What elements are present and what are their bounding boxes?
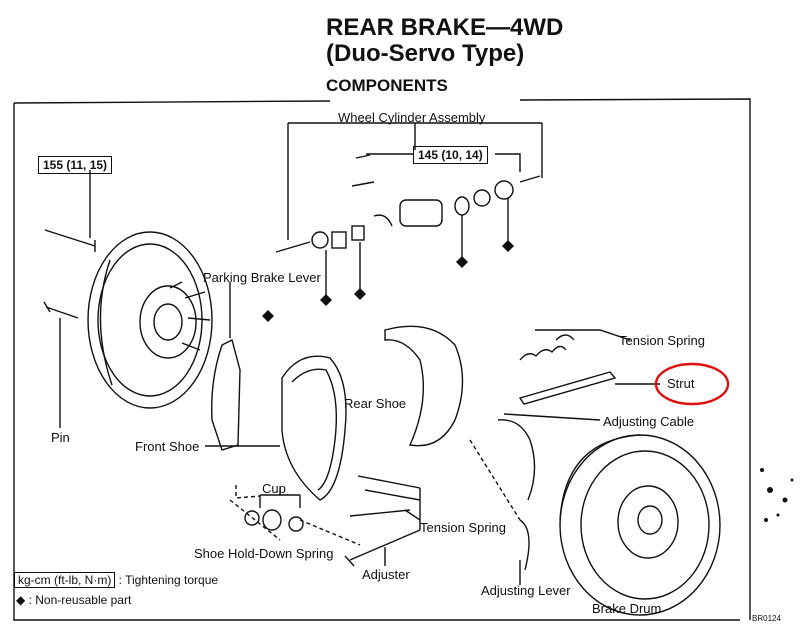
- title-line2: (Duo-Servo Type): [326, 40, 525, 67]
- cup-bracket: [259, 488, 301, 508]
- wheel-studs: [169, 281, 211, 351]
- tension-spring-lower-shape: [349, 475, 421, 517]
- legend-unit: kg-cm (ft-lb, N·m): [14, 572, 116, 588]
- torque-leader-cyl: [366, 153, 521, 172]
- label-adjuster: Adjuster: [362, 567, 410, 582]
- label-front-shoe: Front Shoe: [135, 439, 200, 454]
- label-tension-spring-lower: Tension Spring: [420, 520, 506, 535]
- cylinder-parts: [275, 154, 541, 253]
- label-wheel-cylinder: Wheel Cylinder Assembly: [338, 110, 486, 125]
- label-cup: Cup: [262, 481, 286, 496]
- label-brake-drum: Brake Drum: [592, 601, 662, 616]
- tension-spring-upper-shape: [519, 334, 575, 361]
- front-shoe-shape: [281, 355, 347, 501]
- legend-torque: kg-cm (ft-lb, N·m) : Tightening torque: [14, 572, 219, 588]
- scan-speckles: [760, 468, 794, 522]
- label-adjusting-cable: Adjusting Cable: [603, 414, 695, 429]
- adjusting-lever-shape: [519, 519, 530, 585]
- label-parking-brake-lever: Parking Brake Lever: [203, 270, 321, 285]
- frame: [13, 98, 751, 621]
- adjuster-shape: [344, 529, 421, 567]
- label-strut: Strut: [667, 376, 695, 391]
- section-title: COMPONENTS: [326, 76, 448, 95]
- pin-bolt: [43, 301, 79, 319]
- diamond-icon: ◆: [16, 593, 26, 607]
- legend-unit-desc: : Tightening torque: [118, 573, 219, 587]
- legend-symbol-desc: : Non-reusable part: [28, 593, 132, 607]
- title-line1: REAR BRAKE—4WD: [326, 14, 564, 41]
- label-shoe-hold-down-spring: Shoe Hold-Down Spring: [194, 546, 334, 561]
- label-rear-shoe: Rear Shoe: [344, 396, 407, 411]
- strut-shape: [518, 371, 617, 405]
- non-reusable-markers: [262, 240, 514, 322]
- adjusting-cable-shape: [497, 419, 536, 501]
- brake-drum-shape: [559, 434, 721, 616]
- parking-brake-lever-shape: [211, 338, 241, 451]
- wheel-cylinder-bracket: [287, 122, 543, 240]
- bolt-left: [44, 229, 96, 252]
- label-pin: Pin: [51, 430, 70, 445]
- label-adjusting-lever: Adjusting Lever: [481, 583, 571, 598]
- label-tension-spring-upper: Tension Spring: [619, 333, 705, 348]
- rear-shoe-shape: [384, 325, 464, 447]
- torque-box-cylinder: 145 (10, 14): [413, 146, 488, 164]
- torque-box-left: 155 (11, 15): [38, 156, 113, 174]
- backing-plate: [87, 231, 213, 409]
- legend-nonreusable: ◆ : Non-reusable part: [16, 593, 131, 607]
- strut-highlight: [654, 362, 730, 406]
- figure-code: BR0124: [752, 614, 781, 623]
